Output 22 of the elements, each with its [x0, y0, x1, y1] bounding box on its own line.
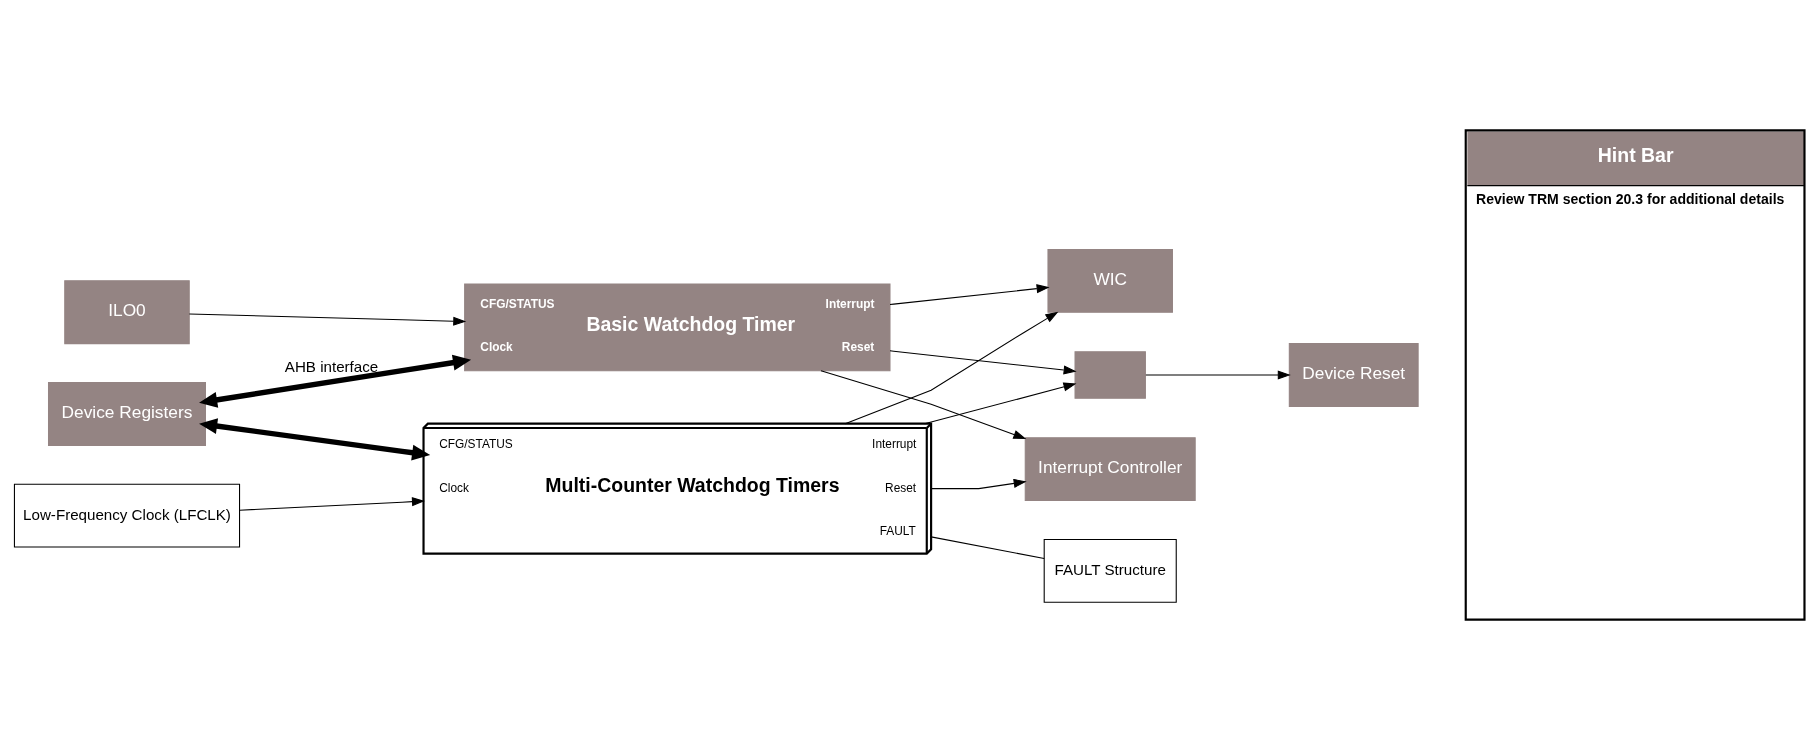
node-box: Device Reset [1288, 343, 1419, 407]
arrow [930, 478, 1027, 490]
arrow [888, 350, 1077, 375]
node-box: ILO0 [63, 280, 190, 345]
arrow [888, 284, 1050, 306]
node-box: Interrupt Controller [1024, 437, 1196, 502]
arrow [819, 370, 1026, 439]
node-box: FAULT Structure [1043, 538, 1177, 603]
arrow [923, 382, 1076, 425]
edge-label: AHB interface [284, 357, 378, 375]
arrow [188, 313, 466, 326]
node-box: Low-Frequency Clock (LFCLK) [13, 483, 240, 548]
node-trapezoid [1074, 351, 1146, 399]
node-box: Device Registers [47, 382, 206, 446]
node-box: CFG/STATUS Basic Watchdog Timer Interrupt Clock Reset [463, 283, 890, 372]
arrow [1144, 370, 1291, 380]
node-box: WIC [1046, 248, 1173, 313]
connector [930, 536, 1045, 559]
arrow [198, 354, 471, 408]
arrow [844, 311, 1058, 425]
arrow [238, 497, 425, 511]
arrow [198, 418, 430, 461]
